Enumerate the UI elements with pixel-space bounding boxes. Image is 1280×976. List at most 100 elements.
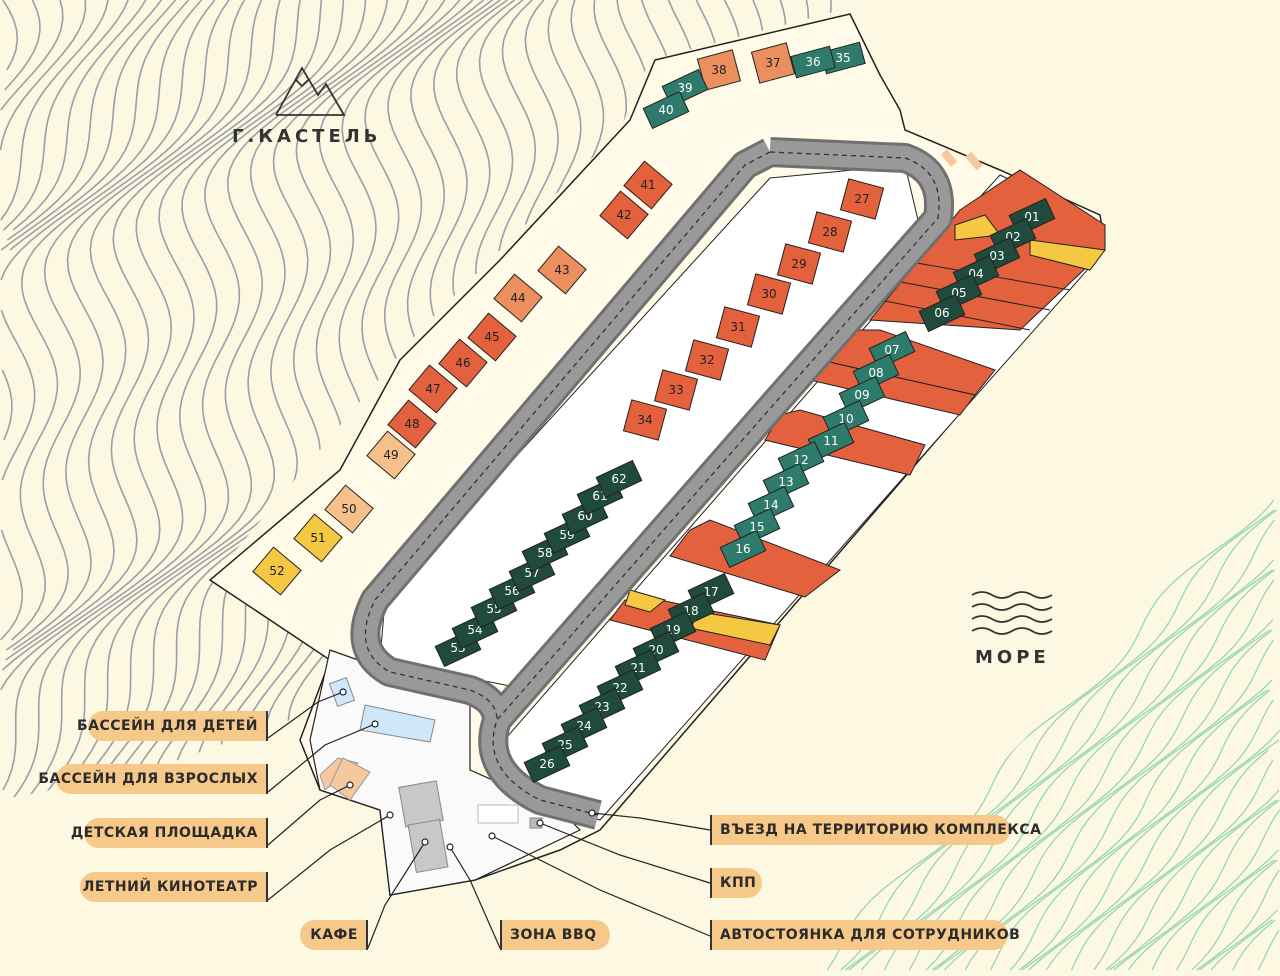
contour-line (0, 0, 87, 151)
lot-28[interactable]: 28 (807, 211, 853, 253)
lot-shape[interactable] (293, 513, 343, 563)
gate-structure (940, 149, 958, 167)
lot-shape[interactable] (622, 399, 668, 441)
lot-shape[interactable] (493, 273, 543, 323)
lot-43[interactable]: 43 (537, 245, 587, 295)
sea-line (1105, 789, 1280, 971)
lot-31[interactable]: 31 (715, 306, 761, 348)
lots: 0102030405060708091011121314151617181920… (252, 41, 1056, 784)
sea-waves (826, 499, 1280, 971)
lot-shape[interactable] (599, 190, 649, 240)
lot-shape[interactable] (595, 459, 643, 499)
lot-42[interactable]: 42 (599, 190, 649, 240)
lot-shape[interactable] (807, 211, 853, 253)
lot-44[interactable]: 44 (493, 273, 543, 323)
lot-shape[interactable] (324, 484, 374, 534)
contour-line (5, 0, 263, 661)
lot-shape[interactable] (252, 546, 302, 596)
lot-shape[interactable] (696, 49, 742, 91)
label-bbq[interactable]: ЗОНА BBQ (500, 920, 610, 950)
label-cinema[interactable]: ЛЕТНИЙ КИНОТЕАТР (80, 872, 268, 902)
lot-number: 11 (823, 434, 838, 448)
lot-06[interactable]: 06 (918, 293, 966, 333)
lot-29[interactable]: 29 (776, 243, 822, 285)
label-entrance[interactable]: ВЪЕЗД НА ТЕРРИТОРИЮ КОМПЛЕКСА (710, 815, 1041, 845)
lot-30[interactable]: 30 (746, 273, 792, 315)
lot-shape[interactable] (790, 45, 836, 79)
sea-line (1093, 759, 1274, 971)
lot-shape[interactable] (523, 744, 571, 784)
label-cafe[interactable]: КАФЕ (300, 920, 368, 950)
lot-32[interactable]: 32 (684, 339, 730, 381)
sea-line (1045, 739, 1280, 971)
lot-number: 44 (510, 291, 525, 305)
lot-51[interactable]: 51 (293, 513, 343, 563)
label-checkpoint[interactable]: КПП (710, 868, 762, 898)
lot-52[interactable]: 52 (252, 546, 302, 596)
label-playground[interactable]: ДЕТСКАЯ ПЛОЩАДКА (71, 818, 268, 848)
sea-line (1175, 859, 1275, 971)
lot-33[interactable]: 33 (653, 369, 699, 411)
contour-line (0, 0, 109, 221)
contour-line (0, 0, 64, 111)
sea-line (844, 509, 1278, 971)
lot-shape[interactable] (438, 338, 488, 388)
lot-shape[interactable] (537, 245, 587, 295)
staff-parking[interactable] (477, 804, 519, 824)
lot-26[interactable]: 26 (523, 744, 571, 784)
lot-46[interactable]: 46 (438, 338, 488, 388)
lot-shape[interactable] (918, 293, 966, 333)
lot-shape[interactable] (642, 90, 690, 130)
lot-number: 62 (611, 472, 626, 486)
lot-27[interactable]: 27 (839, 178, 885, 220)
lot-shape[interactable] (623, 160, 673, 210)
lot-number: 32 (699, 353, 714, 367)
lot-48[interactable]: 48 (387, 399, 437, 449)
lot-shape[interactable] (776, 243, 822, 285)
lot-36[interactable]: 36 (790, 45, 836, 79)
lot-shape[interactable] (467, 312, 517, 362)
lot-shape[interactable] (719, 529, 767, 569)
lot-number: 51 (310, 531, 325, 545)
sea-line (1010, 689, 1268, 971)
lot-number: 31 (730, 320, 745, 334)
adult-pool[interactable] (359, 704, 436, 743)
lot-47[interactable]: 47 (408, 364, 458, 414)
lot-16[interactable]: 16 (719, 529, 767, 569)
cafe-building-2[interactable] (407, 819, 449, 873)
sea-line (848, 519, 1275, 971)
lot-shape[interactable] (684, 339, 730, 381)
lot-number: 41 (640, 178, 655, 192)
lot-number: 40 (658, 103, 673, 117)
sea-line (1232, 919, 1276, 971)
lot-number: 39 (677, 81, 692, 95)
lot-37[interactable]: 37 (750, 42, 796, 84)
lot-shape[interactable] (750, 42, 796, 84)
lot-shape[interactable] (366, 430, 416, 480)
label-staff-parking[interactable]: АВТОСТОЯНКА ДЛЯ СОТРУДНИКОВ (710, 920, 1020, 950)
lot-shape[interactable] (715, 306, 761, 348)
lot-number: 12 (793, 453, 808, 467)
lot-41[interactable]: 41 (623, 160, 673, 210)
lot-40[interactable]: 40 (642, 90, 690, 130)
lot-number: 42 (616, 208, 631, 222)
lot-shape[interactable] (408, 364, 458, 414)
lot-62[interactable]: 62 (595, 459, 643, 499)
contour-line (10, 0, 367, 800)
lot-shape[interactable] (653, 369, 699, 411)
sea-line (1021, 699, 1274, 971)
lot-number: 46 (455, 356, 470, 370)
lot-shape[interactable] (839, 178, 885, 220)
lot-shape[interactable] (746, 273, 792, 315)
lot-34[interactable]: 34 (622, 399, 668, 441)
sea-line (925, 579, 1275, 971)
mountain-name: Г.КАСТЕЛЬ (232, 126, 382, 147)
lot-50[interactable]: 50 (324, 484, 374, 534)
label-kids-pool[interactable]: БАССЕЙН ДЛЯ ДЕТЕЙ (77, 711, 268, 741)
lot-38[interactable]: 38 (696, 49, 742, 91)
lot-11[interactable]: 11 (807, 421, 855, 461)
lot-49[interactable]: 49 (366, 430, 416, 480)
label-adult-pool[interactable]: БАССЕЙН ДЛЯ ВЗРОСЛЫХ (38, 764, 268, 794)
lot-shape[interactable] (387, 399, 437, 449)
lot-45[interactable]: 45 (467, 312, 517, 362)
